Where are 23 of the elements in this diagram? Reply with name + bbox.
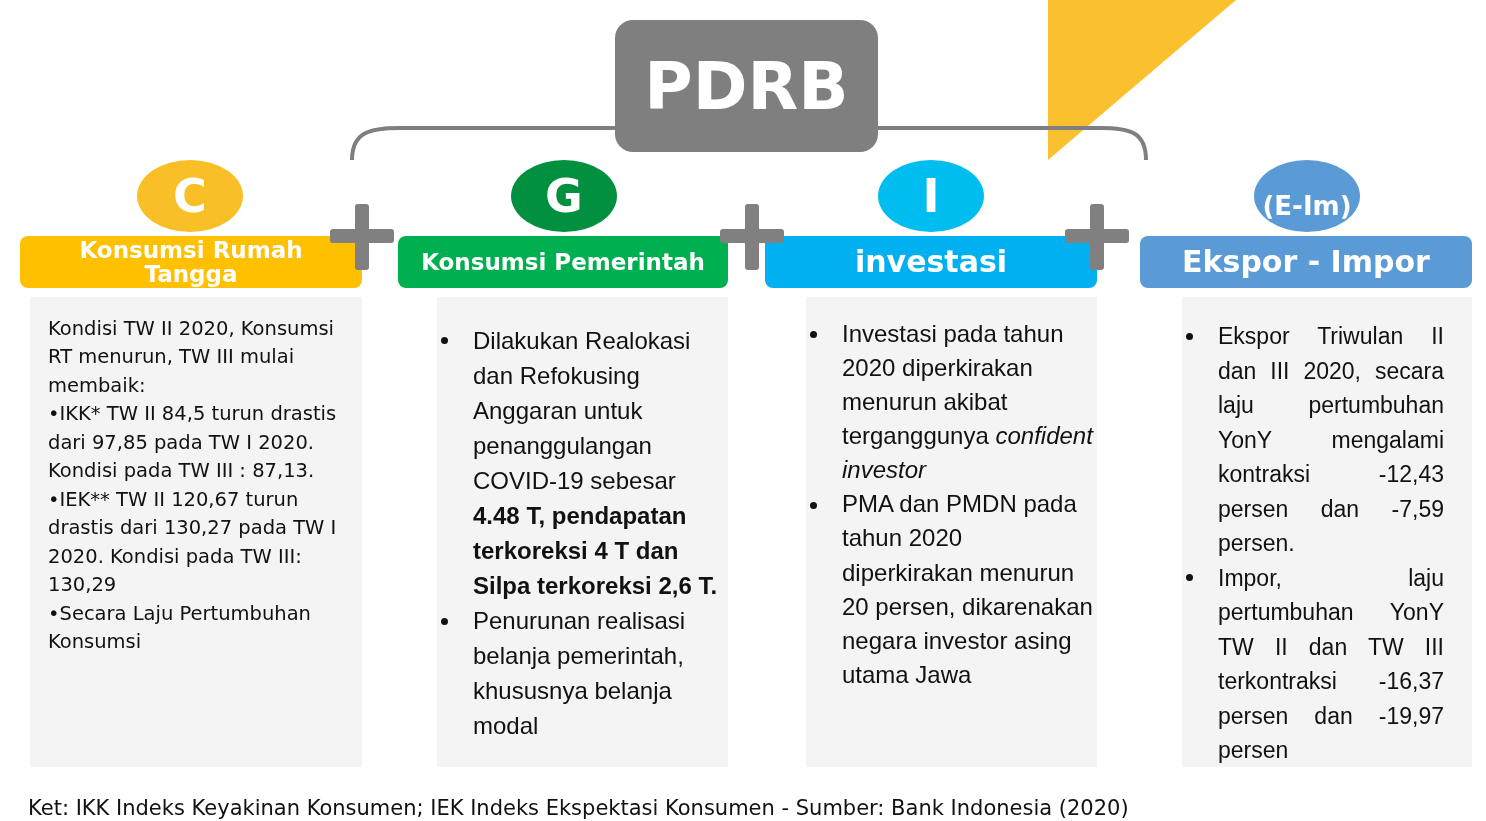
bullet-text: PMA dan PMDN pada tahun 2020 diperkirakan menurun 20 persen, dikarenakan negara investor asing utama Jawa: [806, 487, 1097, 692]
body-text: •IKK* TW II 84,5 turun drastis dari 97,85 pada TW I 2020. Kondisi pada TW III : 87,13.: [48, 401, 338, 485]
header-bar: investasi: [765, 236, 1097, 288]
letter-circle: (E-Im): [1254, 160, 1360, 232]
body-text: Kondisi TW II 2020, Konsumsi RT menurun, TW III mulai membaik:: [48, 316, 335, 399]
letter-circle: C: [137, 160, 243, 232]
letter-circle: I: [878, 160, 984, 232]
header-bar: Ekspor - Impor: [1140, 236, 1472, 288]
bullet-text: Ekspor Triwulan II dan III 2020, secara laju pertumbuhan YonY mengalami kontraksi -12,43 persen dan -7,59 persen.: [1182, 319, 1444, 561]
caption: Ket: IKK Indeks Keyakinan Konsumen; IEK Indeks Ekspektasi Konsumen - Sumber: Bank Indonesia (2020): [28, 796, 1129, 820]
text-panel: [1182, 297, 1472, 767]
body-text: •IEK** TW II 120,67 turun drastis dari 130,27 pada TW I 2020. Kondisi pada TW III: 130,29: [48, 486, 338, 599]
body-text: •Secara Laju Pertumbuhan Konsumsi: [48, 600, 312, 656]
bullet-text: Investasi pada tahun 2020 diperkirakan menurun akibat terganggunya confident investor: [806, 317, 1097, 488]
bullet-text: Dilakukan Realokasi dan Refokusing Anggaran untuk penanggulangan COVID-19 sebesar 4.48 T, pendapatan terkoreksi 4 T dan Silpa terkoreksi 2,6 T.: [437, 323, 724, 604]
title-box: PDRB: [615, 20, 878, 152]
header-bar: Konsumsi Pemerintah: [398, 236, 728, 288]
text-panel: [437, 297, 728, 767]
bullet-text: Penurunan realisasi belanja pemerintah, khususnya belanja modal: [437, 603, 724, 744]
bullet-text: Impor, laju pertumbuhan YonY TW II dan TW III terkontraksi -16,37 persen dan -19,97 persen: [1182, 560, 1444, 768]
text-panel: [806, 297, 1097, 767]
letter-circle: G: [511, 160, 617, 232]
header-bar: Konsumsi Rumah Tangga: [20, 236, 362, 288]
